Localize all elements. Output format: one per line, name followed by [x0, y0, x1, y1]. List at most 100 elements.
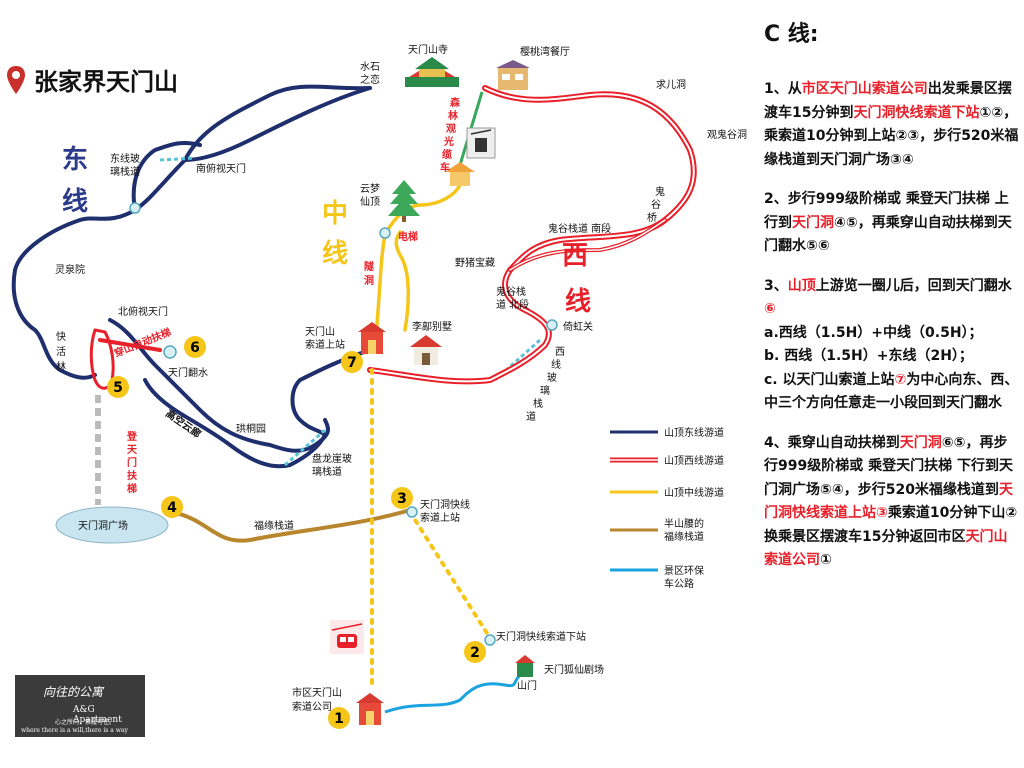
route-title: C 线: — [764, 22, 819, 47]
svg-text:缆: 缆 — [442, 148, 452, 161]
svg-text:山顶西线游道: 山顶西线游道 — [664, 454, 724, 467]
route-step-4: 4、乘穿山自动扶梯到天门洞⑥⑤，再步行999级阶梯或 乘登天门扶梯 下行到天门洞… — [764, 432, 1020, 573]
svg-text:半山腰的: 半山腰的 — [664, 517, 704, 530]
svg-text:登: 登 — [126, 430, 138, 443]
svg-text:水石: 水石 — [360, 61, 380, 73]
svg-text:电梯: 电梯 — [398, 230, 418, 243]
marker-5: 5 — [107, 376, 129, 398]
svg-text:仙顶: 仙顶 — [360, 195, 380, 208]
cable-car-icon — [466, 127, 496, 159]
city-station-icon — [356, 693, 384, 725]
marker-7: 7 — [341, 351, 363, 373]
step-text: 4、乘穿山自动扶梯到 — [764, 434, 900, 451]
svg-text:李鄗别墅: 李鄗别墅 — [412, 320, 452, 333]
step-text: ①②，乘索道10分钟到上站②③，步行520米福缘栈道到天门洞广场③④ — [764, 104, 1019, 168]
svg-text:5: 5 — [113, 380, 123, 396]
svg-text:观鬼谷洞: 观鬼谷洞 — [707, 128, 747, 141]
route-big-labels: 东 线 中 线 西 线 — [62, 144, 591, 317]
svg-text:璃: 璃 — [540, 384, 550, 397]
svg-text:门: 门 — [127, 456, 137, 469]
svg-text:光: 光 — [443, 135, 454, 148]
station-dots — [129, 202, 558, 646]
middle-line-route — [373, 183, 462, 347]
svg-text:谷: 谷 — [651, 199, 661, 211]
svg-text:盘龙崖玻: 盘龙崖玻 — [312, 452, 352, 465]
svg-text:玻: 玻 — [547, 371, 557, 384]
svg-text:6: 6 — [190, 340, 200, 356]
svg-text:福缘栈道: 福缘栈道 — [254, 519, 294, 532]
svg-text:天: 天 — [127, 444, 138, 456]
svg-text:线: 线 — [551, 358, 561, 371]
logo-motto: where there is a will,there is a way — [21, 727, 128, 734]
temple-icon — [405, 57, 459, 87]
svg-text:7: 7 — [347, 355, 357, 371]
station-top-icon — [358, 322, 386, 354]
svg-text:天门洞快线索道下站: 天门洞快线索道下站 — [496, 630, 586, 643]
step-text: ① — [820, 552, 832, 568]
svg-text:扶: 扶 — [127, 469, 138, 482]
restaurant-icon — [496, 60, 530, 90]
svg-text:天门狐仙剧场: 天门狐仙剧场 — [544, 663, 604, 676]
step-text: 2、步行999级阶梯或 乘登天门扶梯 上行到 — [764, 191, 1009, 231]
svg-text:鬼谷栈: 鬼谷栈 — [496, 285, 526, 298]
tianmen-cave-square-shape — [55, 506, 169, 544]
highlight-text: ⑦ — [894, 371, 907, 388]
svg-text:道 北段: 道 北段 — [496, 298, 529, 311]
svg-text:索道上站: 索道上站 — [420, 511, 460, 524]
svg-text:快: 快 — [56, 331, 66, 343]
marker-4: 4 — [161, 496, 183, 518]
shanmen-gate-icon — [515, 655, 535, 677]
svg-text:野猪宝藏: 野猪宝藏 — [455, 256, 495, 269]
svg-text:璃栈道: 璃栈道 — [110, 165, 140, 178]
cable-car-cabin-icon — [330, 620, 364, 654]
east-label-1: 东 — [62, 144, 88, 175]
marker-2: 2 — [464, 641, 486, 663]
svg-text:森: 森 — [449, 96, 461, 109]
svg-text:倚虹关: 倚虹关 — [563, 320, 593, 333]
svg-text:福缘栈道: 福缘栈道 — [664, 530, 704, 543]
svg-text:山顶东线游道: 山顶东线游道 — [664, 426, 724, 439]
highlight-text: ⑥ — [764, 301, 776, 317]
fuyuan-plank-route — [171, 508, 411, 543]
highlight-text: 市区天门山索道公司 — [801, 81, 928, 97]
middle-label-2: 线 — [322, 239, 348, 269]
svg-text:云梦: 云梦 — [360, 183, 380, 195]
svg-text:林: 林 — [56, 360, 66, 373]
svg-text:天门山寺: 天门山寺 — [408, 43, 448, 56]
villa-icon — [410, 335, 442, 365]
marker-1: 1 — [328, 707, 350, 729]
svg-text:市区天门山: 市区天门山 — [292, 686, 342, 699]
step-text: ⑥⑤，再步行999级阶梯或 乘登天门扶梯 下行到天门洞广场⑤④，步行520米福缘… — [764, 434, 1013, 498]
svg-text:西: 西 — [555, 347, 565, 358]
west-label-2: 线 — [565, 287, 591, 317]
step-text: a.西线（1.5H）+中线（0.5H）； — [764, 324, 983, 341]
svg-text:梯: 梯 — [127, 482, 137, 495]
east-label-2: 线 — [62, 187, 88, 217]
route-step-2: 2、步行999级阶梯或 乘登天门扶梯 上行到天门洞④⑤，再乘穿山自动扶梯到天门翻… — [764, 188, 1020, 259]
step-text: c. 以天门山索道上站 — [764, 371, 895, 388]
svg-text:山顶中线游道: 山顶中线游道 — [664, 486, 724, 499]
tianmen-mountain-map: 1 2 3 4 5 6 7 东 线 中 线 西 线 天门山寺 水石 之恋 樱桃湾… — [11, 43, 747, 729]
brand-logo: 向往的公寓 A&G Apartment 心之所向，素履可往。 where the… — [15, 675, 145, 737]
marker-3: 3 — [391, 487, 413, 509]
svg-text:1: 1 — [334, 711, 344, 727]
svg-text:隧: 隧 — [364, 260, 374, 273]
step-text: ④⑤，再乘穿山自动扶梯到天门翻水⑤⑥ — [764, 214, 1012, 255]
svg-text:景区环保: 景区环保 — [664, 564, 704, 577]
svg-text:天门洞广场: 天门洞广场 — [78, 519, 128, 532]
logo-slogan: 心之所向，素履可往。 — [55, 719, 116, 726]
svg-text:珙桐园: 珙桐园 — [236, 422, 266, 435]
svg-text:山门: 山门 — [517, 679, 537, 692]
svg-text:璃栈道: 璃栈道 — [312, 465, 342, 478]
step-text: b. 西线（1.5H）+东线（2H）； — [764, 348, 973, 364]
glass-walkway-segments — [159, 156, 541, 467]
svg-text:2: 2 — [470, 645, 480, 661]
marker-6: 6 — [184, 336, 206, 358]
logo-title: 向往的公寓 — [43, 685, 104, 699]
svg-text:鬼: 鬼 — [655, 185, 665, 198]
highlight-text: 天门洞快线索道上站③ — [764, 481, 1013, 522]
map-legend: 山顶东线游道 山顶西线游道 山顶中线游道 半山腰的 福缘栈道 景区环保 车公路 — [610, 426, 724, 590]
highlight-text: 天门洞快线索道下站 — [853, 104, 980, 121]
svg-text:索道公司: 索道公司 — [292, 700, 332, 713]
